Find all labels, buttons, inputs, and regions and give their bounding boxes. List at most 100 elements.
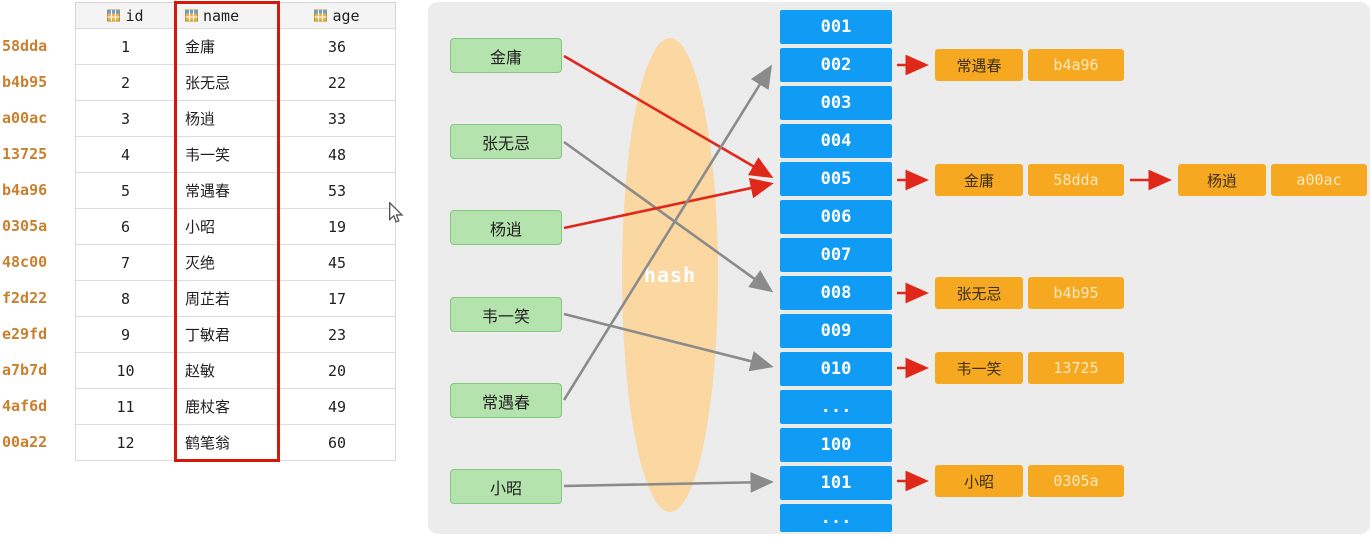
hash-key-box: 小昭 [450,469,562,504]
row-hash-value: 13725 [2,145,48,163]
id-cell[interactable]: 1 [76,29,176,65]
id-cell[interactable]: 6 [76,209,176,245]
row-hash-value: 58dda [2,37,48,55]
hash-slot: 004 [780,124,892,158]
name-cell[interactable]: 赵敏 [176,353,279,389]
entry-name: 金庸 [935,164,1023,196]
id-cell[interactable]: 12 [76,425,176,461]
name-cell[interactable]: 韦一笑 [176,137,279,173]
table-row: 10 赵敏 20 [76,353,395,389]
hash-entry: 韦一笑 13725 [935,352,1124,384]
hash-diagram-panel [428,2,1370,534]
table-row: 3 杨逍 33 [76,101,395,137]
name-cell[interactable]: 常遇春 [176,173,279,209]
hash-entry: 常遇春 b4a96 [935,49,1124,81]
table-row: 8 周芷若 17 [76,281,395,317]
age-cell[interactable]: 17 [279,281,395,317]
id-cell[interactable]: 4 [76,137,176,173]
name-cell[interactable]: 鹿杖客 [176,389,279,425]
hash-slot: ... [780,390,892,424]
table-row: 1 金庸 36 [76,29,395,65]
hash-function-capsule: hash [622,38,718,512]
entry-name: 韦一笑 [935,352,1023,384]
age-cell[interactable]: 53 [279,173,395,209]
hash-slot: 005 [780,162,892,196]
hash-slot: 007 [780,238,892,272]
column-header-id[interactable]: id [76,3,176,29]
hash-slot: 010 [780,352,892,386]
hash-slot: 101 [780,466,892,500]
hash-slot: 008 [780,276,892,310]
id-cell[interactable]: 3 [76,101,176,137]
entry-hash: b4a96 [1028,49,1124,81]
id-cell[interactable]: 5 [76,173,176,209]
hash-entry: 张无忌 b4b95 [935,277,1124,309]
column-icon [314,9,328,22]
column-header-name[interactable]: name [176,3,279,29]
age-cell[interactable]: 48 [279,137,395,173]
hash-key-box: 杨逍 [450,210,562,245]
age-cell[interactable]: 33 [279,101,395,137]
id-cell[interactable]: 10 [76,353,176,389]
age-cell[interactable]: 19 [279,209,395,245]
row-hash-column: 58dda b4b95 a00ac 13725 b4a96 0305a 48c0… [0,28,70,460]
row-hash-value: b4b95 [2,73,48,91]
age-cell[interactable]: 36 [279,29,395,65]
name-cell[interactable]: 丁敏君 [176,317,279,353]
row-hash-value: f2d22 [2,289,48,307]
column-header-age[interactable]: age [279,3,395,29]
name-cell[interactable]: 张无忌 [176,65,279,101]
entry-hash: 58dda [1028,164,1124,196]
row-hash-value: e29fd [2,325,48,343]
name-cell[interactable]: 金庸 [176,29,279,65]
hash-entry: 小昭 0305a [935,465,1124,497]
hash-key-box: 张无忌 [450,124,562,159]
row-hash-value: 00a22 [2,433,48,451]
column-header-label: name [203,6,240,25]
table-row: 12 鹤笔翁 60 [76,425,395,461]
hash-function-label: hash [643,263,697,287]
row-hash-value: 0305a [2,217,48,235]
hash-slot: 006 [780,200,892,234]
entry-name: 张无忌 [935,277,1023,309]
table-row: 6 小昭 19 [76,209,395,245]
table-row: 11 鹿杖客 49 [76,389,395,425]
table-header-row: id name age [76,3,395,29]
name-cell[interactable]: 周芷若 [176,281,279,317]
hash-key-box: 常遇春 [450,383,562,418]
name-cell[interactable]: 杨逍 [176,101,279,137]
id-cell[interactable]: 11 [76,389,176,425]
id-cell[interactable]: 2 [76,65,176,101]
column-header-label: id [125,6,144,25]
hash-slot: 100 [780,428,892,462]
age-cell[interactable]: 22 [279,65,395,101]
name-cell[interactable]: 鹤笔翁 [176,425,279,461]
name-cell[interactable]: 小昭 [176,209,279,245]
table-row: 9 丁敏君 23 [76,317,395,353]
table-row: 5 常遇春 53 [76,173,395,209]
entry-name: 小昭 [935,465,1023,497]
age-cell[interactable]: 49 [279,389,395,425]
hash-entry: 杨逍 a00ac [1178,164,1367,196]
age-cell[interactable]: 45 [279,245,395,281]
id-cell[interactable]: 9 [76,317,176,353]
id-cell[interactable]: 8 [76,281,176,317]
hash-slot: 002 [780,48,892,82]
hash-slot: 003 [780,86,892,120]
age-cell[interactable]: 23 [279,317,395,353]
row-hash-value: a00ac [2,109,48,127]
id-cell[interactable]: 7 [76,245,176,281]
age-cell[interactable]: 20 [279,353,395,389]
hash-key-box: 韦一笑 [450,297,562,332]
hash-entry: 金庸 58dda [935,164,1124,196]
column-icon [107,9,121,22]
table-row: 4 韦一笑 48 [76,137,395,173]
entry-hash: 0305a [1028,465,1124,497]
column-header-label: age [332,6,360,25]
entry-name: 常遇春 [935,49,1023,81]
database-table: id name age 1 金庸 36 2 张无忌 22 3 杨逍 33 [75,2,396,461]
name-cell[interactable]: 灭绝 [176,245,279,281]
hash-slot: 009 [780,314,892,348]
age-cell[interactable]: 60 [279,425,395,461]
